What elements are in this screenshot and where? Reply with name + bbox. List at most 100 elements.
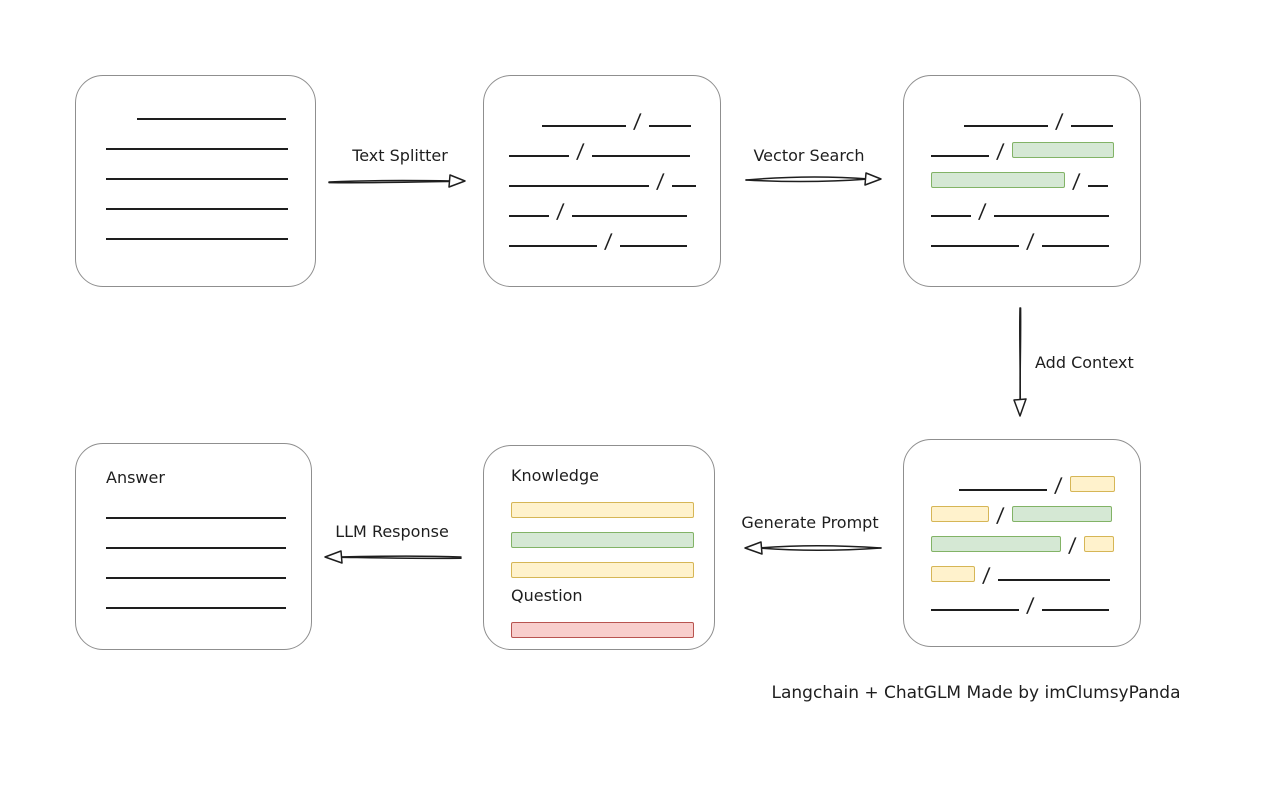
chunks-row: / bbox=[542, 98, 720, 133]
chunks-row: / bbox=[509, 158, 720, 193]
slash-separator: / bbox=[655, 169, 666, 193]
slash-separator: / bbox=[603, 229, 614, 253]
text-line bbox=[997, 579, 1110, 581]
slash-separator: / bbox=[995, 139, 1006, 163]
answer-row bbox=[106, 580, 311, 610]
context-row: / bbox=[931, 522, 1140, 557]
matched-row: / bbox=[931, 218, 1140, 253]
generate-prompt-label: Generate Prompt bbox=[741, 513, 879, 532]
question-label: Question bbox=[511, 586, 583, 605]
context-row: / bbox=[931, 552, 1140, 587]
slash-separator: / bbox=[1025, 593, 1036, 617]
matched-row: / bbox=[931, 188, 1140, 223]
text-line bbox=[137, 118, 286, 120]
document-row bbox=[106, 121, 315, 151]
text-line bbox=[106, 148, 288, 150]
add-context-label: Add Context bbox=[1035, 353, 1134, 372]
answer-row bbox=[106, 520, 311, 550]
prompt-row bbox=[511, 608, 714, 638]
answer-row bbox=[106, 550, 311, 580]
source-document-box bbox=[75, 75, 316, 287]
document-row bbox=[137, 91, 315, 121]
chunks-row: / bbox=[509, 188, 720, 223]
context-row: / bbox=[931, 492, 1140, 527]
text-line bbox=[106, 208, 288, 210]
slash-separator: / bbox=[555, 199, 566, 223]
text-splitter-label: Text Splitter bbox=[352, 146, 448, 165]
document-row bbox=[106, 151, 315, 181]
green-highlight-chip bbox=[511, 532, 694, 548]
text-line bbox=[619, 245, 687, 247]
text-line bbox=[509, 215, 549, 217]
split-chunks-box: / / / / / bbox=[483, 75, 721, 287]
yellow-highlight-chip bbox=[1083, 536, 1114, 552]
text-line bbox=[591, 155, 690, 157]
text-line bbox=[964, 125, 1048, 127]
yellow-highlight-chip bbox=[931, 566, 975, 582]
yellow-highlight-chip bbox=[931, 506, 989, 522]
document-row bbox=[106, 181, 315, 211]
prompt-row bbox=[511, 548, 714, 578]
text-line bbox=[509, 245, 597, 247]
prompt-row bbox=[511, 518, 714, 548]
yellow-highlight-chip bbox=[1069, 476, 1115, 492]
text-line bbox=[542, 125, 626, 127]
slash-separator: / bbox=[995, 503, 1006, 527]
text-line bbox=[1041, 609, 1109, 611]
yellow-highlight-chip bbox=[511, 502, 694, 518]
text-line bbox=[648, 125, 691, 127]
context-row: / bbox=[959, 462, 1140, 497]
text-line bbox=[931, 245, 1019, 247]
text-line bbox=[509, 185, 649, 187]
slash-separator: / bbox=[977, 199, 988, 223]
slash-separator: / bbox=[1071, 169, 1082, 193]
text-line bbox=[959, 489, 1047, 491]
answer-row bbox=[106, 490, 311, 520]
text-line bbox=[106, 238, 288, 240]
context-row: / bbox=[931, 582, 1140, 617]
vector-matched-chunks-box: / / / / / bbox=[903, 75, 1141, 287]
slash-separator: / bbox=[1053, 473, 1064, 497]
green-highlight-chip bbox=[931, 536, 1061, 552]
answer-row: Answer bbox=[106, 460, 311, 490]
matched-row: / bbox=[931, 158, 1140, 193]
text-line bbox=[571, 215, 687, 217]
answer-label: Answer bbox=[106, 468, 165, 487]
slash-separator: / bbox=[575, 139, 586, 163]
slash-separator: / bbox=[1025, 229, 1036, 253]
text-line bbox=[106, 178, 288, 180]
text-line bbox=[106, 547, 286, 549]
text-line bbox=[1041, 245, 1109, 247]
knowledge-label: Knowledge bbox=[511, 466, 599, 485]
vector-search-arrow-icon bbox=[745, 172, 882, 186]
green-highlight-chip bbox=[1011, 506, 1112, 522]
yellow-highlight-chip bbox=[511, 562, 694, 578]
text-line bbox=[106, 517, 286, 519]
text-line bbox=[931, 215, 971, 217]
text-line bbox=[106, 577, 286, 579]
chunks-row: / bbox=[509, 218, 720, 253]
credit-text: Langchain + ChatGLM Made by imClumsyPand… bbox=[771, 683, 1181, 703]
text-line bbox=[671, 185, 696, 187]
slash-separator: / bbox=[632, 109, 643, 133]
vector-search-label: Vector Search bbox=[753, 146, 865, 165]
document-row bbox=[106, 211, 315, 241]
text-line bbox=[931, 609, 1019, 611]
text-line bbox=[993, 215, 1109, 217]
prompt-row: Question bbox=[511, 578, 714, 608]
answer-box: Answer bbox=[75, 443, 312, 650]
matched-row: / bbox=[964, 98, 1140, 133]
text-line bbox=[931, 155, 989, 157]
prompt-row: Knowledge bbox=[511, 458, 714, 488]
add-context-arrow-icon bbox=[1013, 307, 1027, 417]
text-splitter-arrow-icon bbox=[328, 174, 466, 188]
matched-row: / bbox=[931, 128, 1140, 163]
text-line bbox=[509, 155, 569, 157]
llm-response-arrow-icon bbox=[324, 550, 462, 564]
prompt-row bbox=[511, 488, 714, 518]
text-line bbox=[106, 607, 286, 609]
slash-separator: / bbox=[981, 563, 992, 587]
generate-prompt-arrow-icon bbox=[744, 541, 882, 555]
